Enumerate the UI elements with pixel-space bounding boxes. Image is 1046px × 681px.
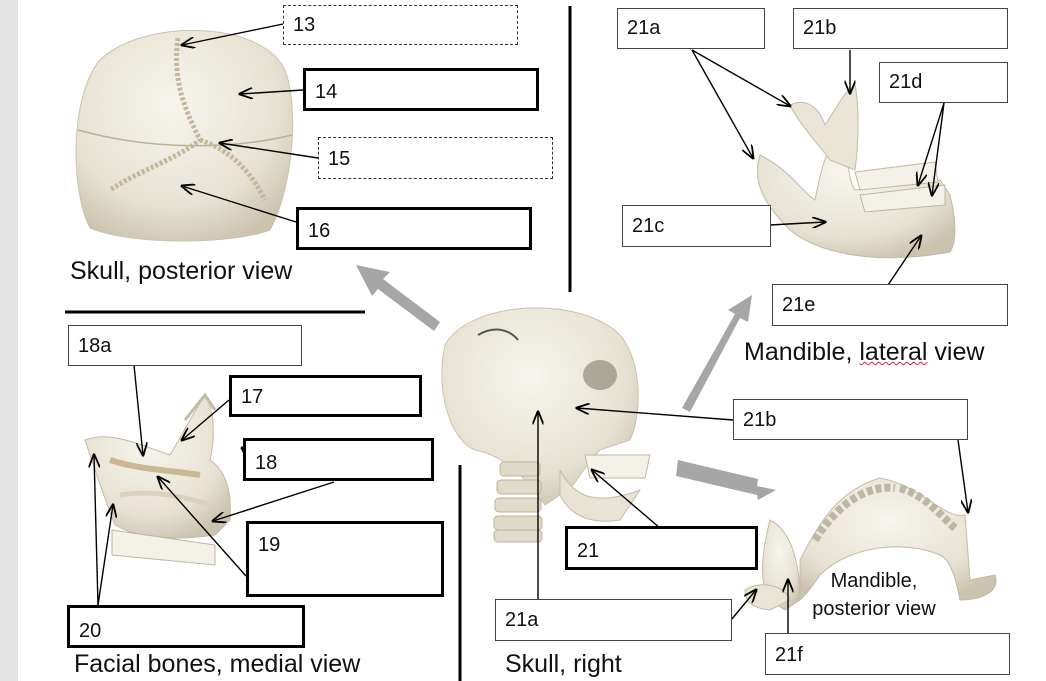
caption-mandible-lateral: Mandible, lateral view	[744, 338, 984, 367]
label-21f: 21f	[765, 633, 1010, 675]
caption-mandible-lateral-part1: Mandible,	[744, 338, 860, 366]
label-21a-bottom: 21a	[495, 599, 732, 641]
label-17: 17	[229, 375, 422, 417]
caption-mandible-posterior: Mandible, posterior view	[800, 567, 948, 623]
label-21d: 21d	[879, 62, 1008, 103]
label-14: 14	[303, 68, 539, 111]
label-13: 13	[283, 5, 518, 45]
caption-skull-posterior: Skull, posterior view	[70, 257, 293, 285]
label-18: 18	[243, 438, 434, 481]
facial-bones-image	[84, 392, 231, 566]
skull-right-image	[441, 307, 651, 543]
left-gutter	[0, 0, 18, 681]
gray-block-arrows	[356, 265, 776, 500]
cervical-spine	[493, 461, 543, 543]
caption-skull-right: Skull, right	[505, 650, 622, 678]
mandible-posterior-image	[744, 477, 997, 611]
label-21: 21	[565, 526, 758, 570]
caption-mandible-lateral-part2: view	[927, 338, 985, 366]
label-19: 19	[246, 521, 444, 597]
caption-facial-bones-medial: Facial bones, medial view	[74, 650, 361, 678]
mandible-lateral-image	[756, 84, 956, 259]
label-16: 16	[296, 207, 532, 250]
caption-mandible-posterior-line1: Mandible,	[830, 570, 918, 592]
leader-lines	[94, 23, 968, 633]
skull-posterior-image	[75, 30, 294, 242]
caption-mandible-posterior-line2: posterior view	[812, 598, 936, 620]
caption-mandible-lateral-word: lateral	[859, 338, 928, 366]
label-21c: 21c	[622, 205, 771, 247]
label-15: 15	[318, 137, 553, 179]
label-20: 20	[67, 605, 305, 648]
label-21a-top: 21a	[617, 8, 765, 49]
label-21b-mid: 21b	[733, 399, 968, 440]
label-18a: 18a	[68, 325, 302, 366]
label-21e: 21e	[772, 284, 1008, 326]
label-21b-top: 21b	[793, 8, 1008, 49]
